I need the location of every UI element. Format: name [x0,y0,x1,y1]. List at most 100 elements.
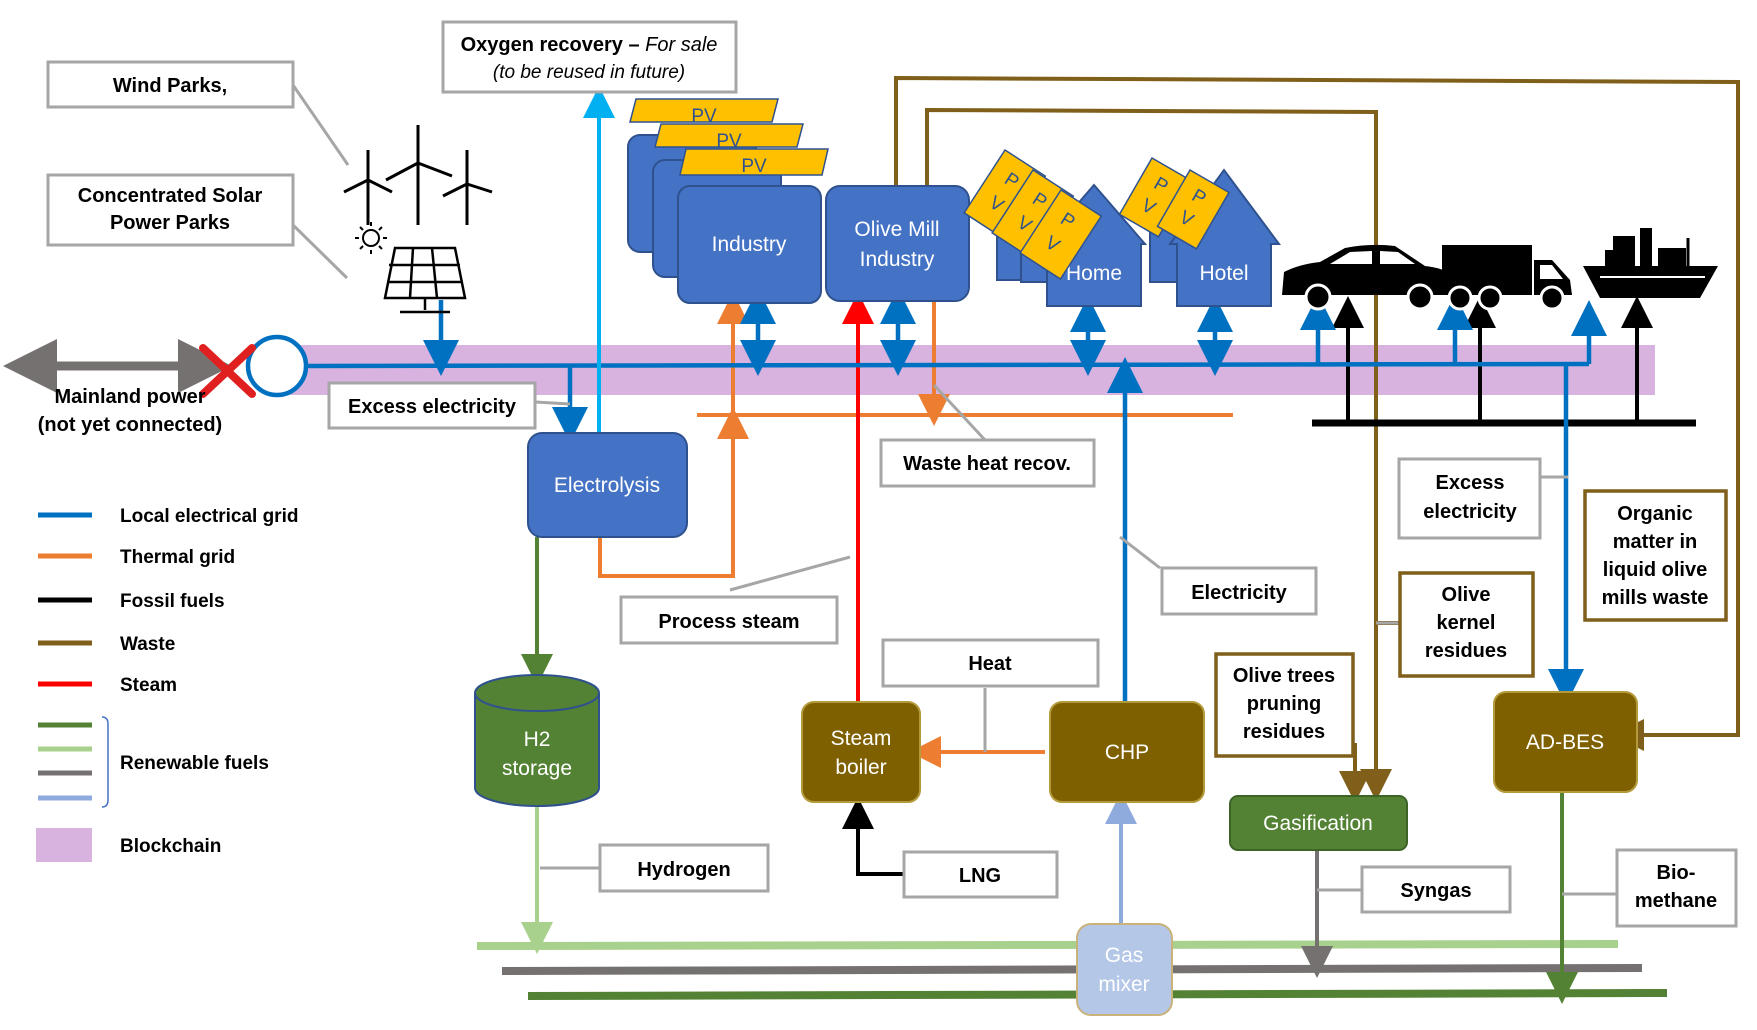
heat-box [881,638,1100,688]
olive-kernel-box [1398,571,1535,678]
chp-label: CHP [1105,741,1149,764]
olive-trees-label: Olive trees [1233,665,1335,687]
mainland-power [3,334,309,398]
home-group: Home PV PV PV [963,148,1148,307]
organic-matter-label: mills waste [1602,587,1709,609]
organic-matter-label: liquid olive [1603,559,1707,581]
gasification-label: Gasification [1263,812,1373,835]
fossil-lines [842,296,1696,876]
hotel-group: Hotel PV PV [1118,156,1281,307]
biomethane-box [1615,848,1738,928]
biomethane-label: Bio- [1657,862,1696,884]
chp-node [1049,701,1205,803]
legend-label: Steam [120,675,177,696]
excess-electricity-2-box [1397,457,1542,540]
excess-electricity-2-label: electricity [1423,501,1517,523]
ship-icon [1583,228,1718,298]
legend-label: Waste [120,634,175,655]
h2-storage-label: H2 [524,728,551,751]
legend-label: Renewable fuels [120,753,269,774]
electrolysis-node [527,432,688,538]
legend-bracket [101,716,109,808]
excess-electricity-label: Excess electricity [348,396,517,418]
oxygen-box [441,20,738,94]
olive-mill-label: Olive Mill [854,218,939,241]
lng-label: LNG [959,865,1001,887]
syngas-label: Syngas [1400,880,1471,902]
ad-bes-node [1493,691,1638,793]
gas-mixer-node [1076,923,1173,1016]
h2-storage-label: storage [502,757,572,780]
syngas-box [1360,865,1512,914]
mainland-power-label: Mainland power [54,386,205,408]
waste-heat-box [879,438,1096,488]
oxygen-label: Oxygen recovery – For sale [461,34,718,56]
csp-label: Concentrated Solar [78,185,263,207]
car-icon [1282,244,1458,311]
sun-icon [355,222,387,254]
organic-matter-label: Organic [1617,503,1693,525]
organic-matter-box [1583,489,1728,622]
excess-electricity-2-label: Excess [1436,472,1505,494]
biomethane-label: methane [1635,890,1717,912]
legend-swatch [36,828,92,862]
olive-trees-box [1214,652,1355,758]
h2-storage-node [474,674,600,807]
hydrogen-label: Hydrogen [637,859,730,881]
process-steam-box [619,595,839,645]
steam-boiler-label: boiler [835,756,886,779]
industry-node [677,185,822,304]
csp-box [46,173,295,247]
olive-trees-label: residues [1243,721,1325,743]
heat-label: Heat [968,653,1012,675]
cross-icon [199,344,256,398]
steam-boiler-label: Steam [831,727,892,750]
organic-matter-label: matter in [1613,531,1697,553]
legend-label: Local electrical grid [120,506,298,527]
waste-heat-label: Waste heat recov. [903,453,1071,475]
olive-kernel-label: residues [1425,640,1507,662]
legend-label: Fossil fuels [120,591,225,612]
process-steam-label: Process steam [658,611,799,633]
pv-label: PV [741,156,767,177]
ad-bes-label: AD-BES [1526,731,1604,754]
grid-connection-node [245,334,309,398]
olive-mill-label: Industry [860,248,935,271]
gas-mixer-label: mixer [1098,973,1149,996]
oxygen-label-line2: (to be reused in future) [493,62,685,83]
gasification-node [1229,795,1408,851]
leader-lines [291,84,1617,896]
steam-boiler-node [801,701,921,803]
electrolysis-label: Electrolysis [554,474,660,497]
olive-kernel-label: Olive [1442,584,1491,606]
electricity-label: Electricity [1191,582,1287,604]
wind-parks-label: Wind Parks, [113,75,227,97]
home-label: Home [1066,262,1122,285]
legend-label: Blockchain [120,836,221,857]
wind-turbine-icon [343,125,493,225]
olive-mill-node [825,185,970,302]
pv-label: PV [716,131,742,152]
legend-label: Thermal grid [120,547,235,568]
industry-label: Industry [712,233,787,256]
truck-icon [1442,245,1572,311]
excess-electricity-box [327,381,537,430]
lng-box [902,850,1059,899]
olive-trees-label: pruning [1247,693,1321,715]
thermal-lines [598,292,1233,768]
electrical-grid [304,288,1607,705]
hotel-label: Hotel [1199,262,1248,285]
gas-mixer-label: Gas [1105,944,1144,967]
wind-parks-box [46,60,295,109]
oxygen-label-bold: Oxygen recovery – [461,34,640,56]
hydrogen-box [598,843,770,893]
electricity-box [1160,566,1318,616]
industry-group: Industry PV PV PV [627,98,829,304]
pv-label: PV [691,106,717,127]
mainland-power-label: (not yet connected) [38,414,222,436]
oxygen-label-italic: For sale [640,34,718,56]
solar-panel-icon [383,246,467,314]
csp-label: Power Parks [110,212,230,234]
